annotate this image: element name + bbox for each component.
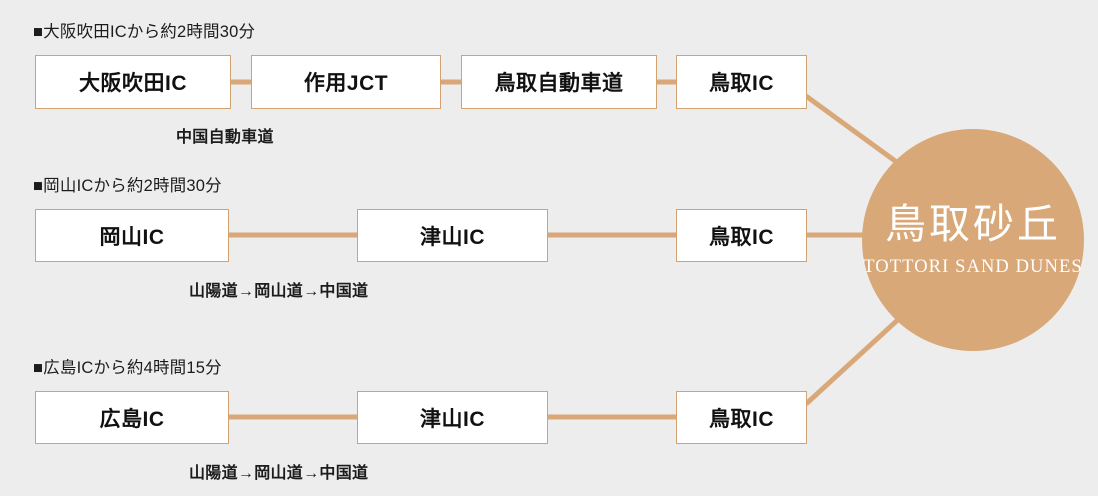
node-box-tsuyama-ic-row3[interactable]: 津山IC xyxy=(357,391,548,444)
destination-circle-tottori-sand-dunes[interactable]: 鳥取砂丘 TOTTORI SAND DUNES xyxy=(862,129,1084,351)
connector-row3-to-destination xyxy=(804,314,904,406)
route-heading-osaka: ■大阪吹田ICから約2時間30分 xyxy=(33,23,256,41)
node-label: 津山IC xyxy=(420,407,485,431)
route-caption-chugoku-expressway: 中国自動車道 xyxy=(176,129,274,146)
destination-title-jp: 鳥取砂丘 xyxy=(885,201,1061,248)
route-heading-okayama: ■岡山ICから約2時間30分 xyxy=(33,177,222,195)
route-heading-hiroshima: ■広島ICから約4時間15分 xyxy=(33,359,222,377)
node-box-tottori-ic-row2[interactable]: 鳥取IC xyxy=(676,209,807,262)
node-label: 鳥取IC xyxy=(709,72,774,95)
node-label: 津山IC xyxy=(420,225,485,249)
connector-row1-to-destination xyxy=(804,93,904,169)
route-caption-sanyo-okayama-chugoku-row3: 山陽道→岡山道→中国道 xyxy=(189,465,369,482)
node-label: 大阪吹田IC xyxy=(79,72,187,95)
node-box-tottori-ic-row1[interactable]: 鳥取IC xyxy=(676,55,807,109)
destination-title-en: TOTTORI SAND DUNES xyxy=(863,256,1083,277)
node-label: 岡山IC xyxy=(99,225,165,249)
node-box-osaka-suita-ic[interactable]: 大阪吹田IC xyxy=(35,55,231,109)
node-box-okayama-ic[interactable]: 岡山IC xyxy=(35,209,229,262)
node-label: 作用JCT xyxy=(303,72,389,95)
node-box-tsuyama-ic-row2[interactable]: 津山IC xyxy=(357,209,548,262)
node-label: 広島IC xyxy=(99,407,165,431)
node-box-tottori-expressway[interactable]: 鳥取自動車道 xyxy=(461,55,657,109)
node-box-sayo-jct[interactable]: 作用JCT xyxy=(251,55,441,109)
node-box-hiroshima-ic[interactable]: 広島IC xyxy=(35,391,229,444)
route-caption-sanyo-okayama-chugoku-row2: 山陽道→岡山道→中国道 xyxy=(189,283,369,300)
node-label: 鳥取自動車道 xyxy=(494,72,624,95)
node-box-tottori-ic-row3[interactable]: 鳥取IC xyxy=(676,391,807,444)
node-label: 鳥取IC xyxy=(709,225,774,249)
node-label: 鳥取IC xyxy=(709,407,774,431)
